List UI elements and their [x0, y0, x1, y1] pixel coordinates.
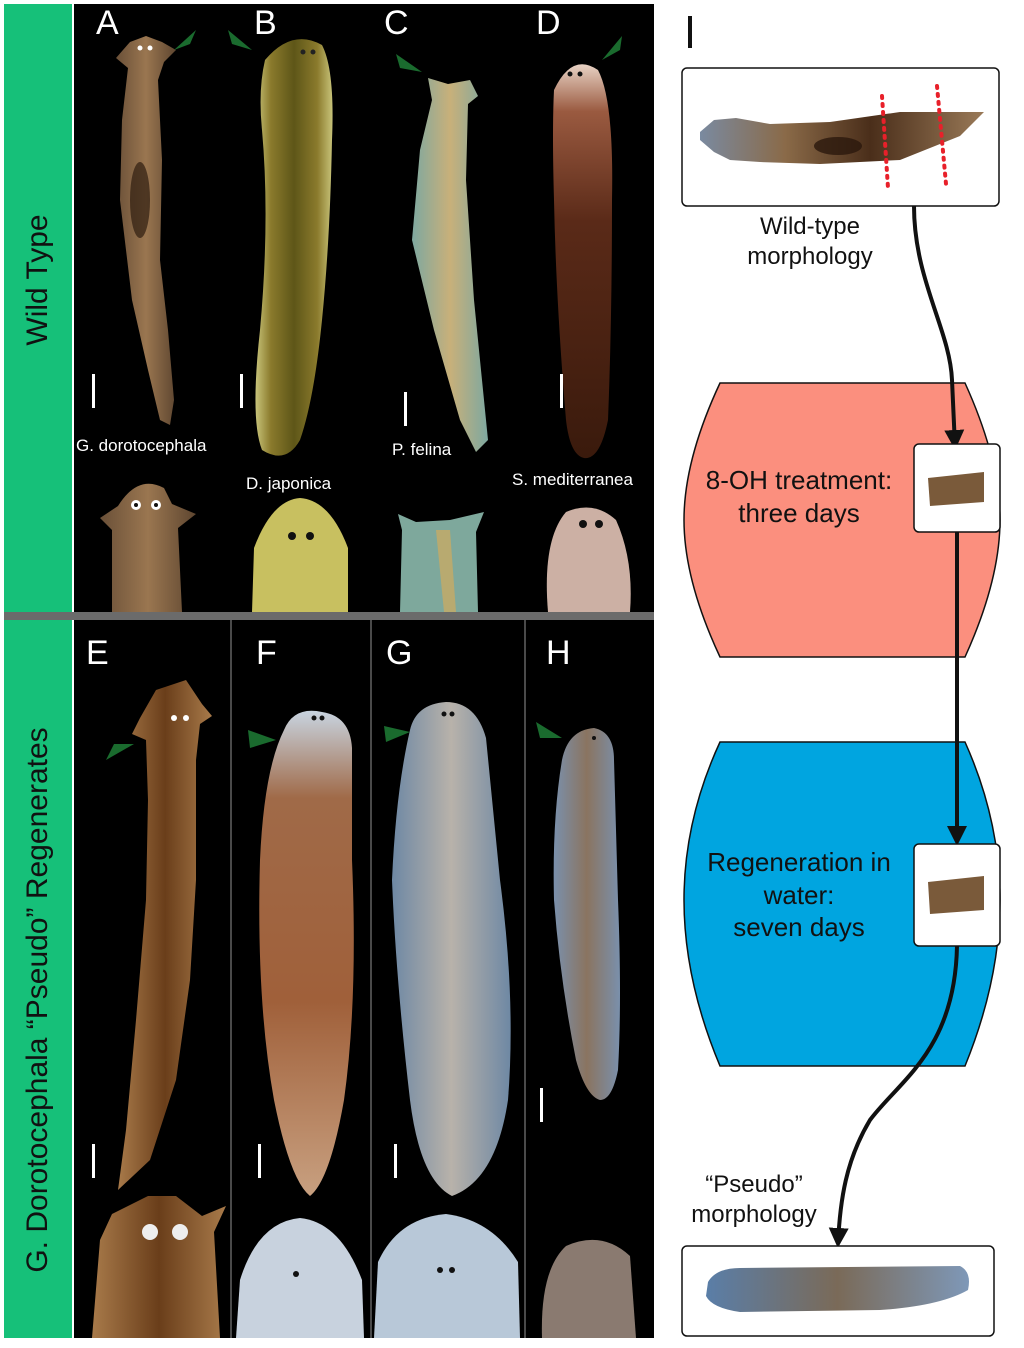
regeneration-fragment — [928, 876, 984, 914]
scale-bar-h — [540, 1088, 543, 1122]
species-label-a: G. dorotocephala — [76, 436, 207, 455]
scale-bar-g — [394, 1144, 397, 1178]
arrow-to-pseudo — [828, 945, 959, 1248]
panel-letter-b: B — [254, 4, 277, 42]
species-label-c: P. felina — [392, 440, 452, 459]
worm-photos — [92, 30, 636, 1338]
arrow-to-treatment — [912, 205, 965, 450]
workflow-diagram — [681, 16, 1001, 1337]
scale-bar-d — [560, 374, 563, 408]
scale-bar-b — [240, 374, 243, 408]
scale-bar-a — [92, 374, 95, 408]
panel-letter-a: A — [96, 4, 119, 42]
panel-letter-c: C — [384, 4, 409, 42]
wild-type-band — [4, 4, 72, 612]
pseudo-caption: “Pseudo” morphology — [691, 1171, 817, 1228]
cut-line-1 — [880, 94, 890, 190]
scale-bar-e — [92, 1144, 95, 1178]
regeneration-text: Regeneration in water: seven days — [707, 847, 891, 942]
treatment-text: 8-OH treatment: three days — [705, 465, 893, 528]
panel-letter-e: E — [86, 634, 109, 672]
pseudo-worm — [706, 1266, 969, 1312]
panel-letter-d: D — [536, 4, 561, 42]
panel-divider-ef — [230, 620, 232, 1338]
panel-letter-h: H — [546, 634, 571, 672]
row-divider — [4, 612, 654, 620]
panel-letter-i-glyph — [688, 16, 692, 48]
wild-type-caption: Wild-type morphology — [747, 213, 873, 270]
panel-letter-g: G — [386, 634, 413, 672]
scale-bar-f — [258, 1144, 261, 1178]
panel-letter-f: F — [256, 634, 277, 672]
panel-divider-gh — [524, 620, 526, 1338]
species-label-d: S. mediterranea — [512, 470, 633, 489]
panel-divider-fg — [370, 620, 372, 1338]
treatment-fragment — [928, 472, 984, 506]
scale-bar-c — [404, 392, 407, 426]
cut-line-2 — [935, 84, 948, 186]
regenerates-band — [4, 620, 72, 1338]
species-label-b: D. japonica — [246, 474, 332, 493]
